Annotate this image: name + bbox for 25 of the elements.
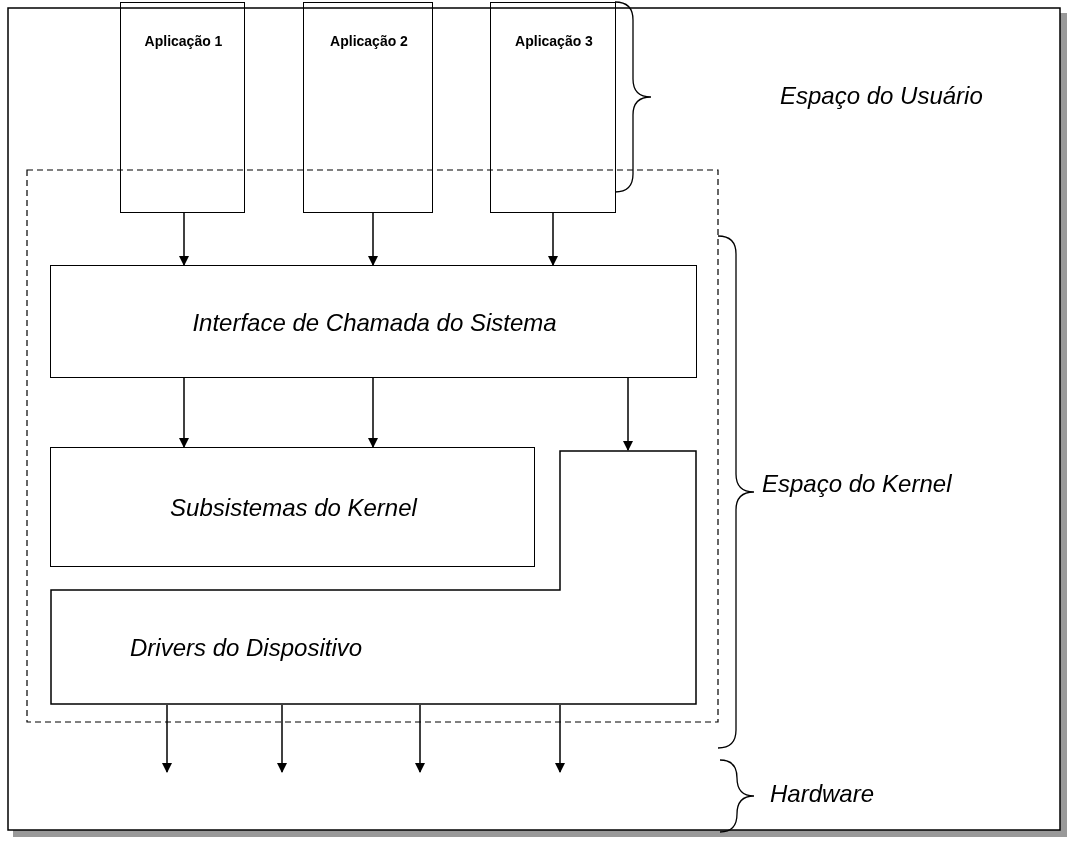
arrow	[162, 704, 172, 773]
application-box	[120, 2, 245, 213]
region-label: Hardware	[770, 780, 875, 808]
arrow	[179, 377, 189, 448]
region-label: Espaço do Usuário	[780, 82, 983, 110]
arrow	[623, 377, 633, 451]
arrow	[368, 212, 378, 266]
box-label: Drivers do Dispositivo	[129, 632, 364, 663]
application-box	[303, 2, 433, 213]
application-box	[490, 2, 616, 213]
arrow	[277, 704, 287, 773]
process-box	[50, 265, 697, 378]
arrow	[555, 704, 565, 773]
box-label: Aplicação 2	[329, 33, 409, 49]
box-label: Interface de Chamada do Sistema	[191, 307, 558, 338]
arrow	[415, 704, 425, 773]
box-label: Aplicação 1	[143, 33, 224, 49]
region-label: Espaço do Kernel	[762, 470, 952, 498]
arrow	[179, 212, 189, 266]
l-shaped-box	[50, 450, 697, 705]
arrow	[368, 377, 378, 448]
process-box	[50, 447, 535, 567]
box-label: Subsistemas do Kernel	[169, 493, 419, 523]
arrow	[548, 212, 558, 266]
box-label: Aplicação 3	[514, 33, 594, 49]
